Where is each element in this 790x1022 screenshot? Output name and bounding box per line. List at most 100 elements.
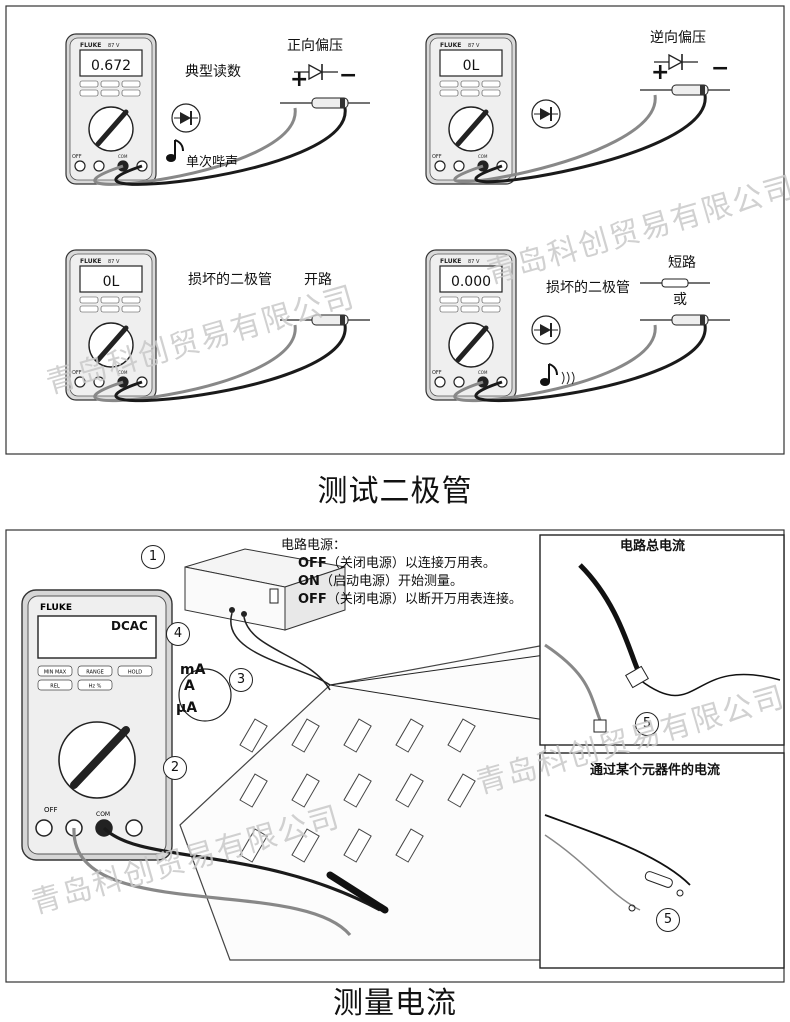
meter-jack (434, 160, 446, 172)
inset-probe-tip (676, 889, 684, 897)
large-meter-button (37, 665, 73, 677)
large-meter-button-label: MIN MAX (44, 670, 67, 676)
music-note-flag (174, 139, 184, 152)
inset-probe-red (544, 643, 602, 721)
meter-jack (453, 376, 465, 388)
cell1-plus: + (290, 67, 309, 92)
step3-key: OFF (298, 592, 327, 607)
power-switch-icon (269, 588, 279, 604)
diode-component-2 (671, 84, 709, 96)
diode-caption: 测试二极管 (317, 474, 473, 509)
meter-off-text: OFF (432, 370, 442, 376)
meter-off-text: OFF (72, 154, 82, 160)
cell2-bias-label: 逆向偏压 (650, 30, 706, 46)
meter-model-text: 87 V (108, 259, 120, 265)
music-note-icon-1 (166, 154, 176, 162)
callout-2: 2 (163, 756, 187, 780)
meter-button (439, 296, 459, 304)
meter-jack (453, 160, 465, 172)
meter-com-text: COM (118, 154, 128, 159)
meter-button (460, 305, 480, 313)
power-terminal (241, 611, 247, 617)
current-caption: 测量电流 (333, 986, 457, 1021)
meter-button (439, 89, 459, 97)
meter-button (460, 80, 480, 88)
meter-button (121, 80, 141, 88)
inset-component-wire (544, 814, 691, 886)
ic-chip (395, 773, 424, 808)
sound-wave-icon (571, 371, 575, 385)
step3-text: （关闭电源）以断开万用表连接。 (326, 592, 522, 607)
meter-jack (434, 376, 446, 388)
component-band (340, 98, 345, 108)
meter-button (79, 305, 99, 313)
cell3-condition: 开路 (304, 272, 332, 288)
sound-wave-icon (566, 371, 570, 385)
meter-button (460, 296, 480, 304)
meter-button (100, 89, 120, 97)
short-symbol (661, 278, 689, 288)
callout-4: 4 (166, 622, 190, 646)
ic-chip (239, 773, 268, 808)
cell4-or: 或 (673, 292, 687, 308)
inset-connector (593, 719, 607, 733)
callout-line (329, 684, 546, 721)
inset-resistor (644, 871, 673, 888)
ic-chip (447, 718, 476, 753)
meter-dial-knob (95, 109, 129, 147)
step1-key: OFF (298, 556, 327, 571)
mode-ua-label: μA (176, 700, 198, 716)
probe-black-2 (474, 94, 707, 184)
mode-selector-circle (178, 668, 232, 722)
callout-1: 1 (141, 545, 165, 569)
large-meter-button (37, 679, 73, 691)
component-band (700, 85, 705, 95)
cell4-condition: 短路 (668, 255, 696, 271)
meter-button (439, 80, 459, 88)
meter-reading-text: 0.000 (451, 274, 491, 290)
bias-diode-triangle (668, 53, 684, 71)
meter-com-text: COM (118, 370, 128, 375)
ic-chip (447, 773, 476, 808)
cell4-title: 损坏的二极管 (546, 280, 630, 296)
probe-black-lead (102, 826, 381, 912)
meter-lcd (439, 265, 503, 293)
diode-component-1 (311, 97, 349, 109)
power-step-1: OFF（关闭电源）以连接万用表。 (298, 556, 496, 572)
meter-button (481, 296, 501, 304)
inset-probe-black (578, 563, 643, 677)
large-meter-lcd (37, 615, 157, 659)
power-step-3: OFF（关闭电源）以断开万用表连接。 (298, 592, 522, 608)
cell2-plus: + (651, 60, 670, 85)
meter-off-text: OFF (72, 370, 82, 376)
meter-button (79, 89, 99, 97)
meter-jack (74, 376, 86, 388)
ic-chip (291, 773, 320, 808)
meter-model-text: 87 V (468, 43, 480, 49)
probe-red-lead (72, 827, 352, 937)
meter-model-text: 87 V (468, 259, 480, 265)
meter-dial-knob (455, 325, 489, 363)
meter-button (121, 89, 141, 97)
meter-brand-text: FLUKE (440, 258, 461, 265)
cell1-title: 典型读数 (185, 64, 241, 80)
probe-black-1 (114, 107, 347, 186)
ic-chip (239, 828, 268, 863)
meter-com-text: COM (478, 154, 488, 159)
mode-a-label: A (184, 678, 195, 694)
probe-black-3 (114, 324, 347, 403)
meter-jack (93, 376, 105, 388)
bias-diode-triangle (308, 63, 324, 81)
meter-reading-text: 0.672 (91, 58, 131, 74)
component-band (340, 315, 345, 325)
power-step-2: ON（启动电源）开始测量。 (298, 574, 463, 590)
ic-chip (395, 718, 424, 753)
meter-button (439, 305, 459, 313)
meter-button (481, 89, 501, 97)
